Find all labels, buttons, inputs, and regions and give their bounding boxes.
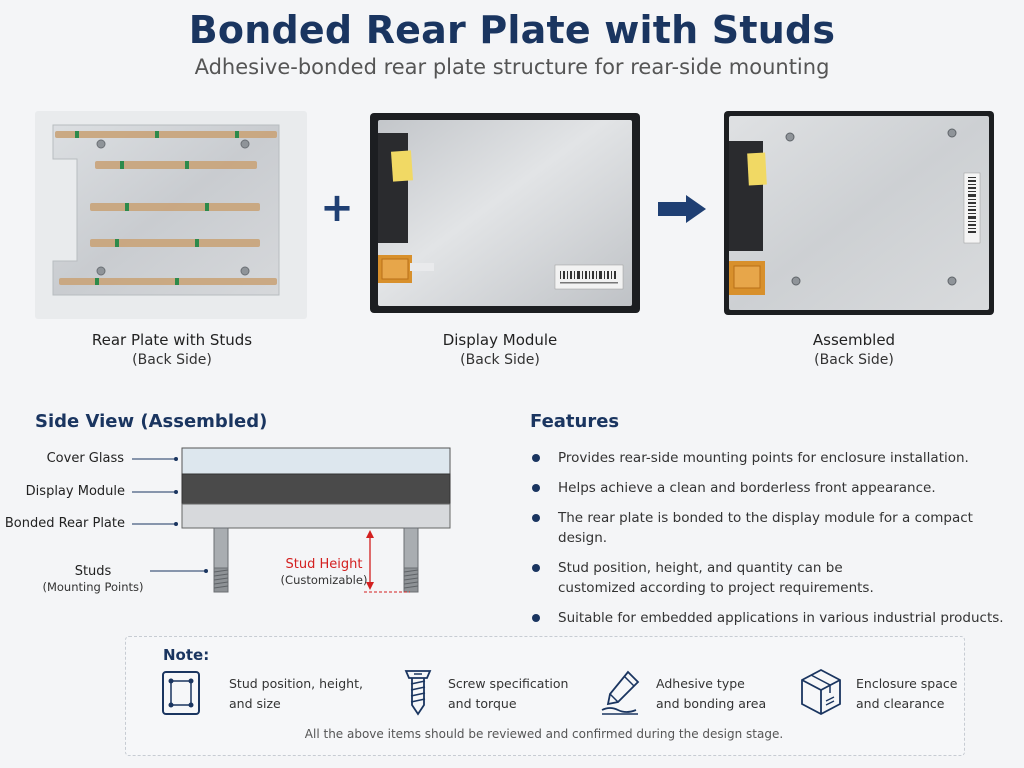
label-studs: Studs (Mounting Points) — [40, 564, 146, 594]
stud-height-title: Stud Height — [285, 557, 363, 572]
features-title: Features — [530, 411, 620, 432]
label-cover-glass: Cover Glass — [46, 451, 124, 466]
feature-item: Helps achieve a clean and borderless fro… — [530, 478, 1010, 498]
note-item-screw-line2: and torque — [448, 696, 517, 711]
note-item-adhesive-line1: Adhesive type — [656, 676, 745, 691]
note-item-stud: Stud position, height, and size — [229, 674, 363, 714]
caption-assembled-sub: (Back Side) — [814, 352, 894, 368]
note-item-stud-line1: Stud position, height, — [229, 676, 363, 691]
feature-item: Stud position, height, and quantity can … — [530, 558, 918, 598]
note-item-screw: Screw specification and torque — [448, 674, 568, 714]
caption-display-module-sub: (Back Side) — [460, 352, 540, 368]
note-item-screw-line1: Screw specification — [448, 676, 569, 691]
adhesive-pen-icon — [598, 668, 644, 716]
label-studs-title: Studs — [74, 564, 112, 579]
feature-item: Provides rear-side mounting points for e… — [530, 448, 1010, 468]
label-bonded-rear-plate: Bonded Rear Plate — [4, 516, 125, 531]
side-view-title: Side View (Assembled) — [35, 411, 268, 432]
features-list: Provides rear-side mounting points for e… — [530, 448, 1010, 638]
display-module-image — [370, 113, 640, 313]
label-studs-sub: (Mounting Points) — [42, 580, 144, 594]
caption-rear-plate: Rear Plate with Studs (Back Side) — [52, 331, 292, 368]
caption-rear-plate-title: Rear Plate with Studs — [91, 331, 253, 349]
note-label: Note: — [163, 646, 210, 664]
caption-display-module: Display Module (Back Side) — [380, 331, 620, 368]
feature-item: The rear plate is bonded to the display … — [530, 508, 1010, 548]
arrow-right-icon — [656, 193, 708, 225]
caption-rear-plate-sub: (Back Side) — [132, 352, 212, 368]
side-view-diagram — [128, 440, 468, 600]
assembled-image — [724, 111, 994, 315]
note-item-stud-line2: and size — [229, 696, 281, 711]
caption-display-module-title: Display Module — [442, 331, 558, 349]
label-display-module: Display Module — [25, 484, 125, 499]
stud-height-label: Stud Height (Customizable) — [276, 557, 372, 587]
stud-layout-icon — [160, 669, 202, 717]
feature-item: Suitable for embedded applications in va… — [530, 608, 1010, 628]
screw-icon — [402, 667, 434, 717]
note-item-enclosure-line2: and clearance — [856, 696, 945, 711]
caption-assembled-title: Assembled — [812, 331, 896, 349]
plus-icon: + — [320, 185, 354, 231]
stud-height-sub: (Customizable) — [280, 573, 368, 587]
box-icon — [798, 667, 844, 717]
note-box — [125, 636, 965, 756]
rear-plate-image — [35, 111, 307, 319]
page-subtitle: Adhesive-bonded rear plate structure for… — [194, 55, 830, 79]
note-item-adhesive-line2: and bonding area — [656, 696, 767, 711]
note-item-adhesive: Adhesive type and bonding area — [656, 674, 766, 714]
page-title: Bonded Rear Plate with Studs — [188, 8, 836, 52]
caption-assembled: Assembled (Back Side) — [734, 331, 974, 368]
note-footer: All the above items should be reviewed a… — [304, 727, 784, 741]
note-item-enclosure: Enclosure space and clearance — [856, 674, 957, 714]
note-item-enclosure-line1: Enclosure space — [856, 676, 958, 691]
